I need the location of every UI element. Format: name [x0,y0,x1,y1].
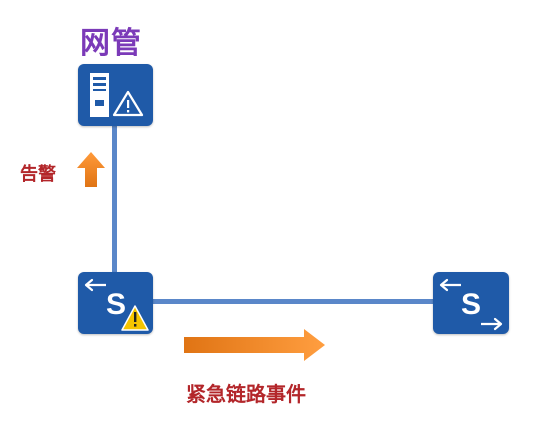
switch-warning-icon: S [84,278,149,331]
left-switch-device: S [78,272,153,334]
server-warning-icon [90,73,144,117]
switch-switch-link [152,299,435,304]
svg-text:S: S [106,288,126,321]
warning-outline-icon [112,90,144,117]
alarm-label: 告警 [20,164,56,185]
nms-server-device [78,64,153,126]
alarm-arrow-up-icon [76,152,106,192]
switch-icon: S [439,278,503,331]
svg-text:S: S [461,288,481,321]
event-label: 紧急链路事件 [186,382,306,406]
nms-label: 网管 [80,26,142,61]
nms-switch-link [112,124,117,274]
right-switch-device: S [433,272,509,334]
event-arrow-right-icon [184,328,326,366]
